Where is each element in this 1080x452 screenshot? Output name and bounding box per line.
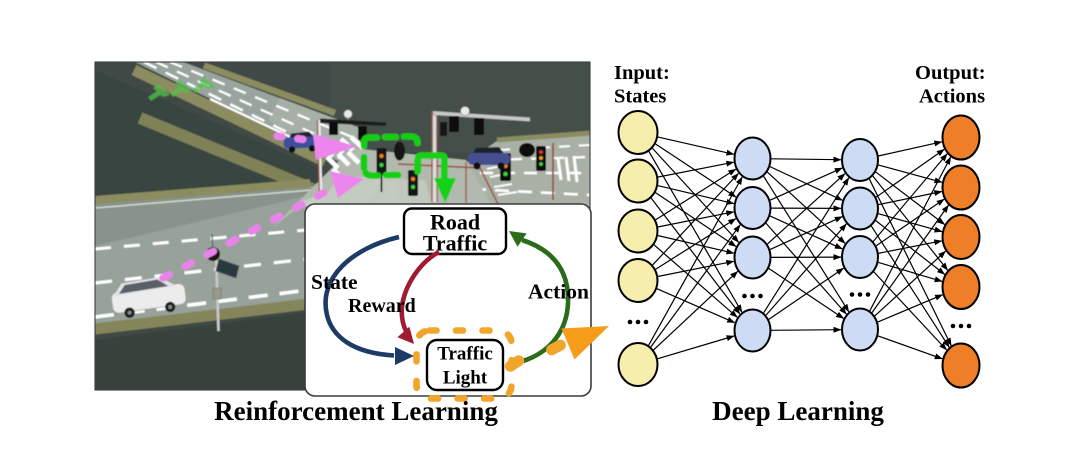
svg-text:Actions: Actions [919, 86, 985, 108]
svg-text:Reinforcement Learning: Reinforcement Learning [214, 396, 498, 426]
svg-text:Road: Road [430, 210, 480, 235]
svg-text:State: State [311, 270, 358, 294]
svg-text:Deep Learning: Deep Learning [712, 396, 884, 426]
svg-text:States: States [614, 86, 666, 108]
svg-text:Reward: Reward [348, 295, 416, 317]
svg-text:Light: Light [443, 368, 488, 389]
svg-text:Traffic: Traffic [423, 231, 488, 256]
svg-text:Output:: Output: [915, 62, 986, 84]
svg-text:Input:: Input: [614, 62, 670, 84]
svg-text:Action: Action [528, 280, 589, 304]
svg-text:Traffic: Traffic [437, 344, 493, 365]
